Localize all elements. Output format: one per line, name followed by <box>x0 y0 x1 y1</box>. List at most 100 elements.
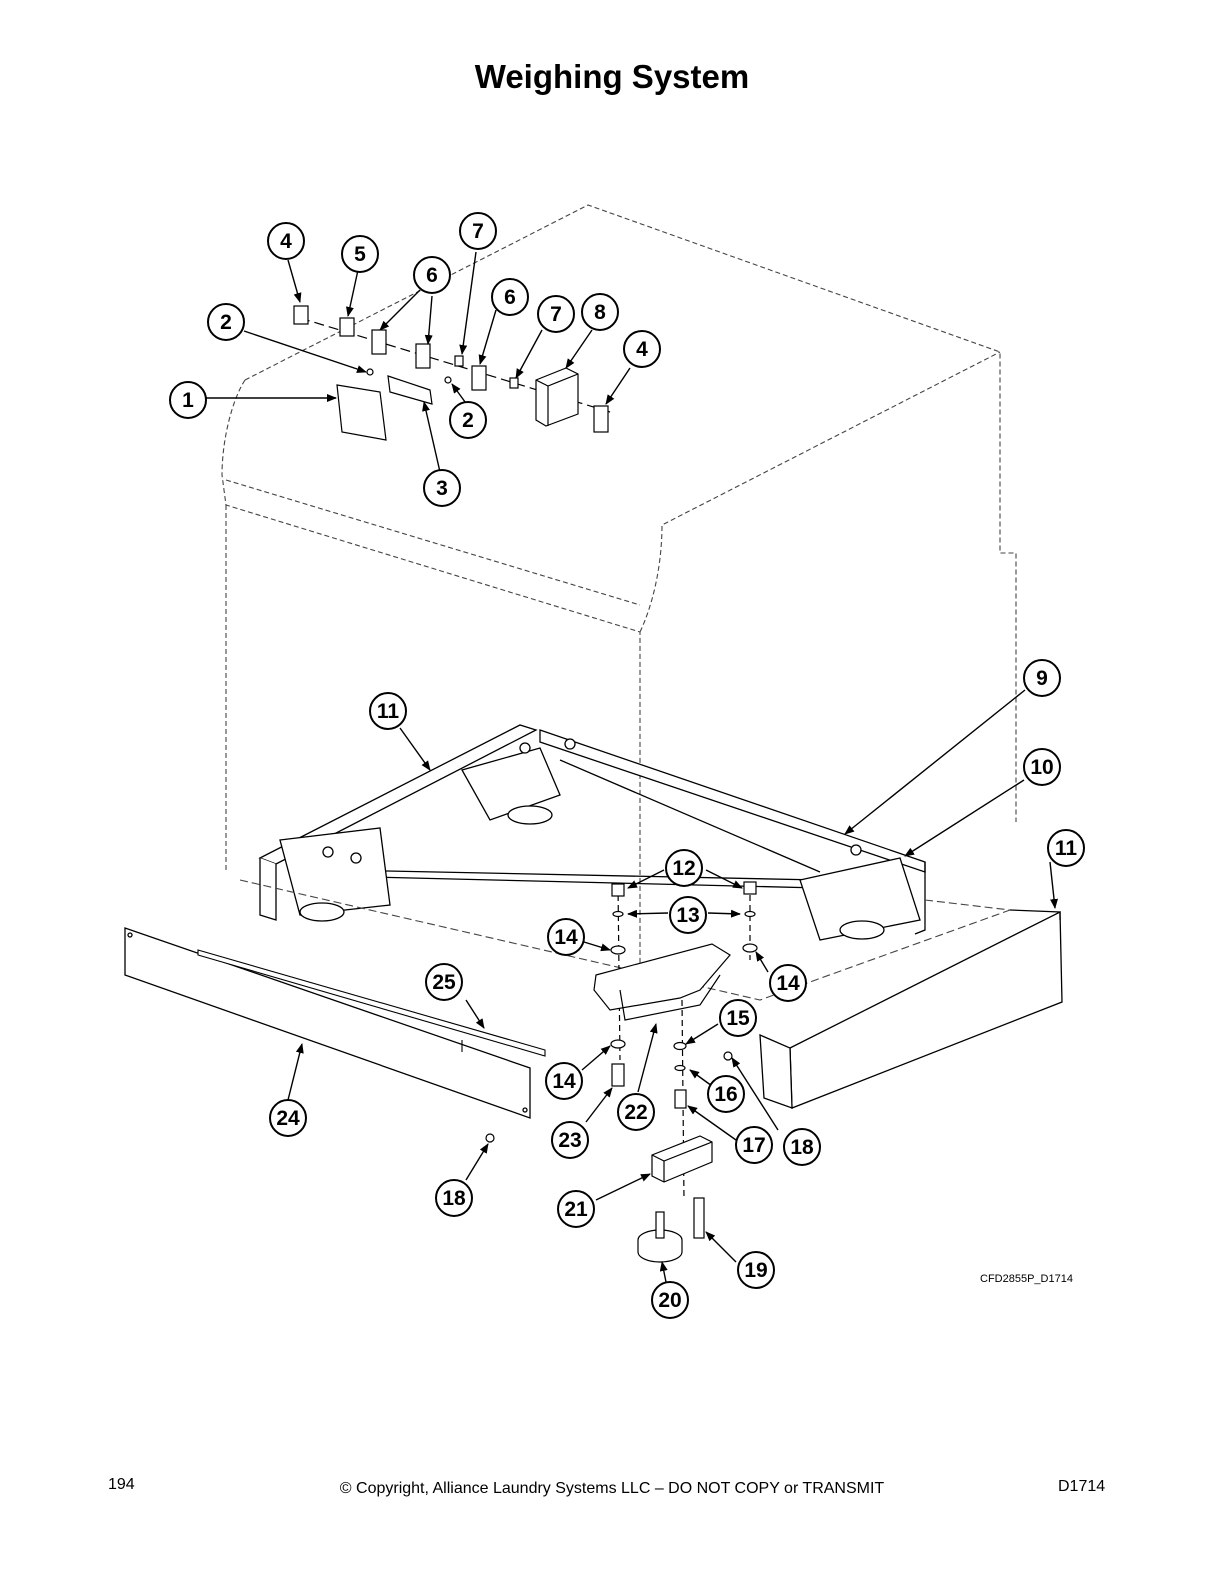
svg-text:14: 14 <box>554 926 578 949</box>
svg-text:20: 20 <box>658 1289 681 1312</box>
callout-5: 5 <box>341 235 379 273</box>
callout-18b: 18 <box>435 1179 473 1217</box>
callout-14c: 14 <box>545 1062 583 1100</box>
svg-text:18: 18 <box>790 1136 814 1159</box>
callout-13: 13 <box>669 896 707 934</box>
svg-text:6: 6 <box>426 264 438 287</box>
svg-text:12: 12 <box>672 857 695 880</box>
callout-9: 9 <box>1023 659 1061 697</box>
trim-strip <box>197 949 546 1057</box>
bolt-load-cell <box>674 1089 687 1109</box>
washer-lower <box>610 1039 626 1049</box>
svg-text:17: 17 <box>742 1134 765 1157</box>
svg-text:11: 11 <box>1055 837 1078 860</box>
svg-text:23: 23 <box>558 1129 581 1152</box>
svg-text:2: 2 <box>220 311 232 334</box>
callout-7a: 7 <box>459 212 497 250</box>
lock-washer-lower <box>674 1064 686 1072</box>
callout-4b: 4 <box>623 330 661 368</box>
base-phantom-outline <box>239 879 1011 1001</box>
document-id: D1714 <box>1058 1478 1106 1495</box>
foot-rear-left <box>507 805 553 825</box>
washer-left <box>610 945 626 955</box>
drawing-code: CFD2855P_D1714 <box>980 1273 1073 1285</box>
callout-19: 19 <box>737 1251 775 1289</box>
svg-text:19: 19 <box>744 1259 767 1282</box>
cabinet-phantom-outline <box>221 204 1017 1000</box>
terminal-block <box>339 317 355 337</box>
bracket-left <box>293 305 309 325</box>
svg-text:7: 7 <box>472 220 484 243</box>
fuse-holder-2 <box>415 343 431 369</box>
base-frame <box>258 724 926 941</box>
end-stop-2 <box>509 377 519 389</box>
long-bolt <box>693 1197 705 1239</box>
callout-22: 22 <box>617 1093 655 1131</box>
callout-3: 3 <box>423 469 461 507</box>
svg-text:9: 9 <box>1036 667 1048 690</box>
lock-washer-left <box>612 910 624 918</box>
screw-front-panel <box>485 1133 495 1143</box>
callout-14a: 14 <box>547 918 585 956</box>
leader-lines <box>205 251 1059 1283</box>
callout-10: 10 <box>1023 748 1061 786</box>
foot-front-left <box>299 902 345 922</box>
nut-right <box>743 881 757 895</box>
callout-14b: 14 <box>769 964 807 1002</box>
callout-11b: 11 <box>1047 829 1085 867</box>
screw-right-panel <box>723 1051 733 1061</box>
load-cell-bracket <box>593 943 731 1011</box>
callout-23: 23 <box>551 1121 589 1159</box>
svg-text:21: 21 <box>564 1198 588 1221</box>
callout-18a: 18 <box>783 1128 821 1166</box>
flat-washer <box>673 1041 687 1051</box>
control-assembly <box>293 305 611 441</box>
callout-15: 15 <box>719 999 757 1037</box>
fuse-holder-1 <box>371 329 387 355</box>
callout-16: 16 <box>707 1075 745 1113</box>
callout-2a: 2 <box>207 303 245 341</box>
callout-17: 17 <box>735 1126 773 1164</box>
svg-text:8: 8 <box>594 301 606 324</box>
callout-11a: 11 <box>369 692 407 730</box>
svg-text:16: 16 <box>714 1083 737 1106</box>
svg-text:22: 22 <box>624 1101 647 1124</box>
svg-text:15: 15 <box>726 1007 750 1030</box>
page-title: Weighing System <box>474 58 750 95</box>
copyright-notice: © Copyright, Alliance Laundry Systems LL… <box>339 1480 885 1497</box>
callout-12: 12 <box>665 849 703 887</box>
svg-text:14: 14 <box>552 1070 576 1093</box>
callout-20: 20 <box>651 1281 689 1319</box>
callout-21: 21 <box>557 1190 595 1228</box>
front-kick-panel <box>124 927 531 1119</box>
svg-text:4: 4 <box>636 338 648 361</box>
screw-2 <box>444 376 452 384</box>
fuse-holder-3 <box>471 365 487 391</box>
corner-mount-rear-left <box>461 747 561 821</box>
svg-text:10: 10 <box>1030 756 1053 779</box>
svg-text:24: 24 <box>276 1107 300 1130</box>
callout-24: 24 <box>269 1099 307 1137</box>
svg-text:18: 18 <box>442 1187 466 1210</box>
callout-1: 1 <box>169 381 207 419</box>
svg-text:11: 11 <box>377 700 400 723</box>
callout-6b: 6 <box>491 278 529 316</box>
callouts: 1 2 2 3 4 4 5 6 6 7 7 8 9 10 11 11 12 13… <box>169 212 1085 1319</box>
callout-25: 25 <box>425 963 463 1001</box>
callout-2b: 2 <box>449 401 487 439</box>
svg-text:5: 5 <box>354 243 366 266</box>
din-rail <box>387 375 433 405</box>
bracket-right <box>593 405 609 433</box>
foot-right <box>839 920 885 940</box>
svg-text:6: 6 <box>504 286 516 309</box>
page-number: 194 <box>108 1476 135 1493</box>
washer-right <box>742 943 758 953</box>
foot-stud <box>655 1211 665 1239</box>
svg-text:2: 2 <box>462 409 474 432</box>
end-stop-1 <box>454 355 464 367</box>
nut-left <box>611 883 625 897</box>
right-side-panel <box>759 909 1063 1109</box>
callout-6a: 6 <box>413 256 451 294</box>
callout-7b: 7 <box>537 295 575 333</box>
